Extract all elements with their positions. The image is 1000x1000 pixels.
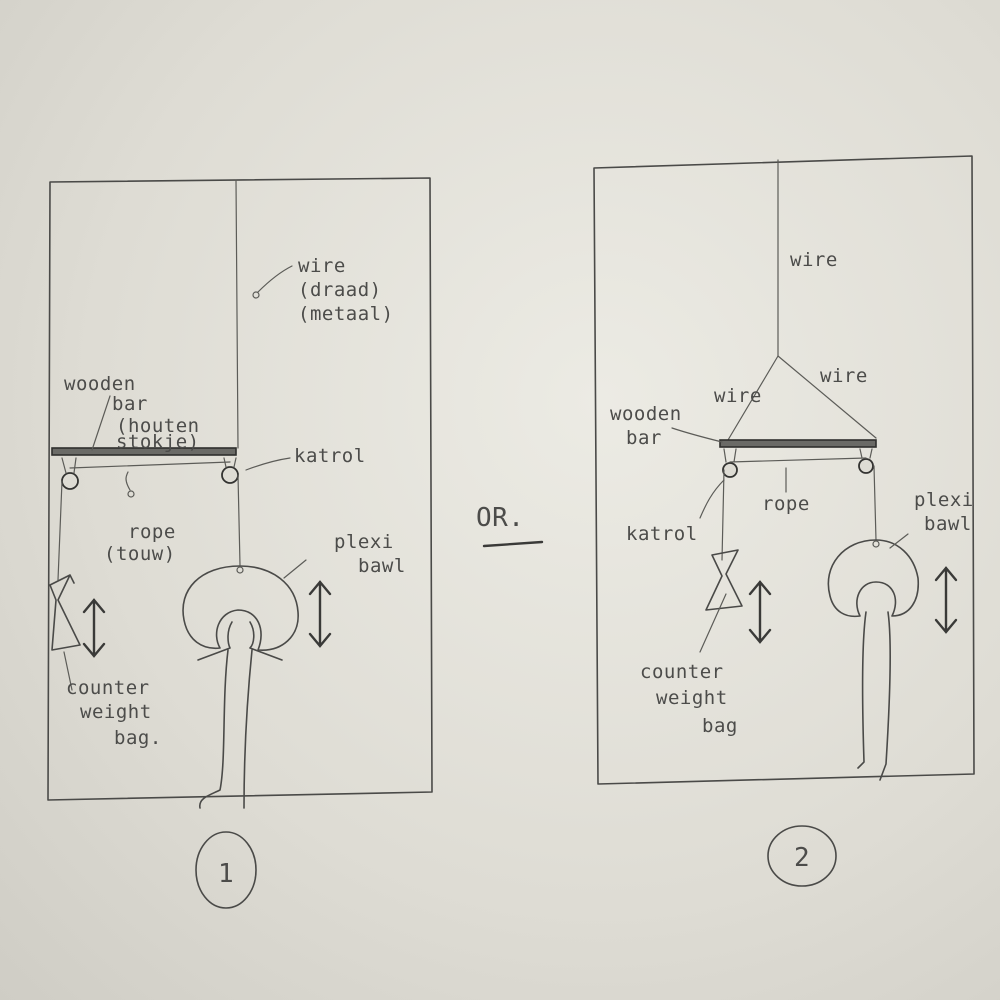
- plexi-bowl-2: [827, 539, 919, 618]
- movement-arrow-1a: [82, 598, 106, 658]
- label-wire-top-2: wire: [790, 249, 838, 271]
- leader-bar-1: [91, 395, 111, 451]
- label-bar-1: bar: [112, 393, 148, 415]
- label-touw-1: (touw): [104, 543, 176, 565]
- label-weight-2: weight: [656, 687, 728, 709]
- wooden-bar-2: [719, 439, 877, 448]
- pulley-left-2: [722, 462, 738, 478]
- or-underline: [482, 540, 544, 548]
- sketch-1: wire (draad) (metaal) wooden bar (houten…: [47, 177, 433, 909]
- label-rope-1: rope: [128, 521, 176, 543]
- leader-bag-2: [699, 593, 727, 653]
- leader-dot-wire-1: [252, 291, 260, 299]
- leader-rope-1: [125, 471, 131, 491]
- frame-2: [593, 155, 975, 785]
- label-wire-left-2: wire: [714, 385, 762, 407]
- leader-bag-1: [63, 651, 73, 691]
- label-or: OR.: [476, 503, 524, 533]
- label-weight-1: weight: [80, 701, 152, 723]
- label-wire-1: wire: [298, 255, 346, 277]
- label-bag-2: bag: [702, 715, 738, 737]
- label-wire-right-2: wire: [820, 365, 868, 387]
- hanging-wire-1: [235, 179, 239, 449]
- leader-wire-1: [257, 265, 293, 293]
- label-wooden-2: wooden: [610, 403, 682, 425]
- label-katrol-1: katrol: [294, 445, 366, 467]
- leader-bowl-2: [889, 533, 909, 549]
- bowl-hook-2: [872, 540, 880, 548]
- label-bawl-1: bawl: [358, 555, 406, 577]
- label-bawl-2: bawl: [924, 513, 972, 535]
- separator: OR.: [476, 503, 544, 548]
- sketch-number-1: 1: [218, 859, 234, 889]
- label-rope-2: rope: [762, 493, 810, 515]
- movement-arrow-1b: [308, 580, 332, 648]
- label-plexi-1: plexi: [334, 531, 394, 553]
- label-stokje-1: stokje): [116, 431, 200, 453]
- label-counter-1: counter: [66, 677, 150, 699]
- frame-1: [47, 177, 433, 801]
- leader-katrol-2: [699, 479, 725, 519]
- pulley-mount-2: [723, 448, 873, 463]
- wooden-bar-1: [51, 447, 237, 456]
- sketch-2: wire wire wire wooden bar rope katrol pl…: [593, 155, 975, 887]
- label-draad-1: (draad): [298, 279, 382, 301]
- movement-arrow-2b: [934, 566, 958, 634]
- leader-dot-rope-1: [127, 490, 135, 498]
- bowl-hook-1: [236, 566, 244, 574]
- number-circle-1: [195, 831, 257, 909]
- plexi-bowl-1: [182, 565, 299, 651]
- leader-bar-2: [671, 427, 723, 443]
- number-circle-2: [767, 825, 837, 887]
- counterweight-bag-1: [49, 574, 81, 651]
- leader-bowl-1: [283, 559, 307, 579]
- pulley-left-1: [61, 472, 79, 490]
- label-bag-1: bag.: [114, 727, 162, 749]
- person-2: [857, 611, 891, 781]
- pulley-right-1: [221, 466, 239, 484]
- label-counter-2: counter: [640, 661, 724, 683]
- label-wooden-1: wooden: [64, 373, 136, 395]
- triangle-wires-2: [727, 355, 877, 441]
- label-plexi-2: plexi: [914, 489, 974, 511]
- label-houten-1: (houten: [116, 415, 200, 437]
- pulley-right-2: [858, 458, 874, 474]
- label-bar-2: bar: [626, 427, 662, 449]
- rope-2: [721, 457, 877, 561]
- counterweight-bag-2: [705, 549, 743, 611]
- sketch-number-2: 2: [794, 843, 810, 873]
- label-katrol-2: katrol: [626, 523, 698, 545]
- leader-katrol-1: [245, 457, 291, 471]
- person-1: [197, 621, 283, 809]
- movement-arrow-2a: [748, 580, 772, 644]
- pulley-mount-1: [61, 457, 237, 474]
- label-metaal-1: (metaal): [298, 303, 394, 325]
- rope-1: [57, 461, 241, 581]
